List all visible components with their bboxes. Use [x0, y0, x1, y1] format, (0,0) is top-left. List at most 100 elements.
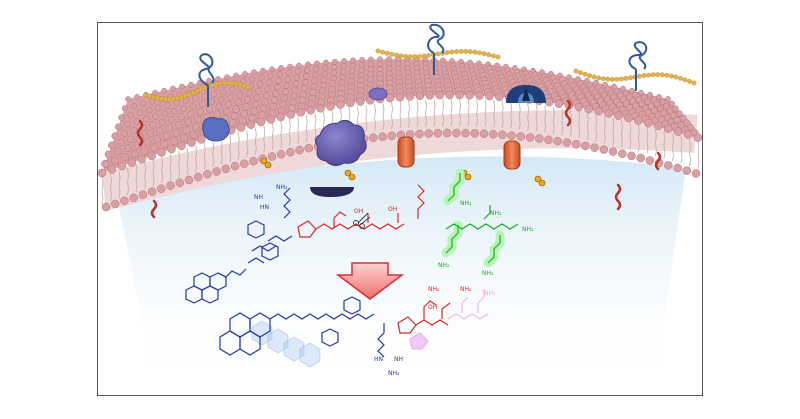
glycan-bead [394, 52, 399, 58]
lipid-tail [101, 176, 104, 205]
lipid-head-lower [230, 161, 240, 171]
lipid-head-lower [581, 141, 590, 151]
lipid-head [225, 100, 233, 108]
top-nh2-label-a: NH₂ [460, 200, 472, 207]
ion-channel-1 [397, 136, 415, 168]
lipid-head-lower [571, 139, 581, 149]
lipid-head [107, 165, 117, 174]
lipid-head [341, 58, 347, 64]
lipid-tail [314, 113, 317, 141]
lipid-head [124, 120, 131, 128]
lipid-head [302, 73, 310, 80]
glycan-bead [194, 88, 200, 94]
glycan-bead [637, 73, 642, 79]
lipid-head [405, 92, 415, 101]
lipid-head [137, 154, 146, 164]
lipid-tail [552, 106, 555, 134]
lipid-head [246, 120, 256, 129]
lipid-head-lower [645, 156, 655, 165]
lipid-head-lower [673, 163, 682, 173]
lipid-head [117, 138, 126, 147]
glycan-bead [477, 50, 482, 56]
lipid-head-lower [479, 129, 489, 138]
glycan-bead [486, 52, 492, 58]
lipid-head [155, 126, 164, 135]
lipid-tail [237, 132, 240, 160]
lipid-head [143, 138, 152, 146]
lipid-tail [110, 173, 112, 202]
lipid-head [350, 57, 356, 64]
lipid-head [196, 108, 204, 116]
lipid-head [465, 90, 474, 100]
lipid-tail [178, 150, 181, 178]
glycan-bead [147, 93, 153, 99]
lipid-head [314, 60, 320, 67]
lipid-head [284, 75, 291, 83]
lipid-head [114, 147, 123, 156]
lipid-head [150, 143, 159, 152]
lipid-head [258, 74, 265, 81]
lipid-head [192, 95, 199, 102]
lipid-head [98, 168, 107, 178]
glycan-bead [435, 51, 441, 57]
lipid-head [120, 153, 129, 162]
lipid-head [161, 110, 169, 118]
lipid-head [346, 98, 355, 108]
glycan-bead [449, 49, 455, 55]
lipid-tail [152, 159, 155, 187]
lipid-head [332, 58, 338, 65]
lipid-head [199, 100, 206, 108]
lipid-tail [288, 118, 291, 147]
bottom-arg-nh2-label: NH₂ [388, 370, 400, 377]
lipid-head-lower [442, 128, 452, 138]
glycan-bead [186, 92, 192, 97]
lipid-head [287, 63, 293, 70]
glycan-bead [490, 53, 496, 59]
lipid-head [584, 77, 590, 84]
lipid-head [336, 100, 345, 109]
lipid-tail [280, 120, 283, 149]
lipid-head [187, 110, 195, 118]
lipid-tail [672, 133, 674, 161]
lipid-head [130, 149, 139, 158]
lipid-head [168, 115, 176, 124]
top-arg-nh2-label: NH₂ [276, 184, 288, 191]
lipid-head [283, 82, 290, 89]
lipid-head [121, 105, 128, 112]
lipid-head [331, 64, 338, 71]
lipid-head [117, 161, 127, 171]
down-arrow-icon [335, 262, 405, 300]
lipid-head [270, 96, 279, 104]
lipid-head [124, 144, 132, 153]
lipid-tail [127, 168, 129, 196]
glycan-bead [573, 68, 579, 74]
lipid-head [157, 148, 166, 157]
lipid-tail [612, 118, 615, 146]
lipid-head [326, 102, 335, 111]
glycoprotein-left [198, 53, 215, 107]
lipid-head-lower [369, 133, 378, 143]
lipid-head [445, 90, 454, 100]
lipid-head [313, 66, 320, 73]
lipid-tail [578, 111, 581, 139]
lipid-head [177, 141, 186, 151]
red-lipopeptides [136, 99, 662, 219]
lipid-head [189, 130, 198, 139]
glycan-bead [241, 83, 247, 89]
lipid-head [265, 79, 273, 86]
lipid-head [602, 81, 608, 88]
embedded-molecules [260, 157, 546, 187]
lipid-tail [459, 98, 462, 127]
lipid-head-lower [249, 156, 258, 166]
lipid-head [179, 133, 188, 142]
lipid-head [160, 140, 169, 149]
lipid-head [641, 94, 648, 101]
lipid-head [264, 85, 272, 93]
lipid-head [644, 98, 652, 105]
glycan-bead [444, 50, 450, 55]
glycan-bead [463, 48, 469, 54]
lipid-head-lower [461, 128, 470, 138]
lipid-head [180, 105, 188, 113]
lipid-head-lower [553, 136, 562, 146]
lipid-head [349, 62, 356, 69]
